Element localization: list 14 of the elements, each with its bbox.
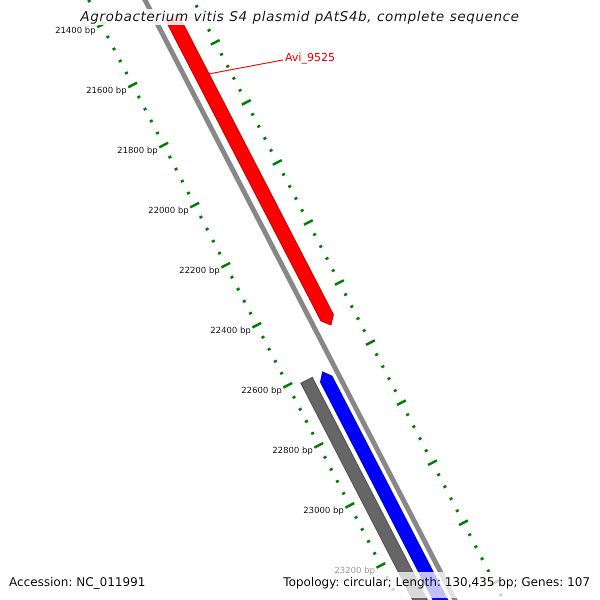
tick-label: 23200 bp — [334, 566, 375, 576]
tick-label: 21800 bp — [117, 146, 158, 156]
tick-label: 21400 bp — [55, 26, 96, 36]
accession-text: Accession: NC_011991 — [9, 575, 146, 589]
tick-label: 22400 bp — [210, 326, 251, 336]
tick-label: 22200 bp — [179, 266, 220, 276]
leader-line — [208, 60, 284, 74]
gene-label: Avi_9525 — [285, 51, 335, 64]
tick-label: 23000 bp — [303, 506, 344, 516]
summary-text: Topology: circular; Length: 130,435 bp; Genes: 107 — [283, 575, 590, 589]
tick-label: 22000 bp — [148, 206, 189, 216]
tick-label: 22800 bp — [272, 446, 313, 456]
tick-label: 22600 bp — [241, 386, 282, 396]
tick-label: 21600 bp — [86, 86, 127, 96]
